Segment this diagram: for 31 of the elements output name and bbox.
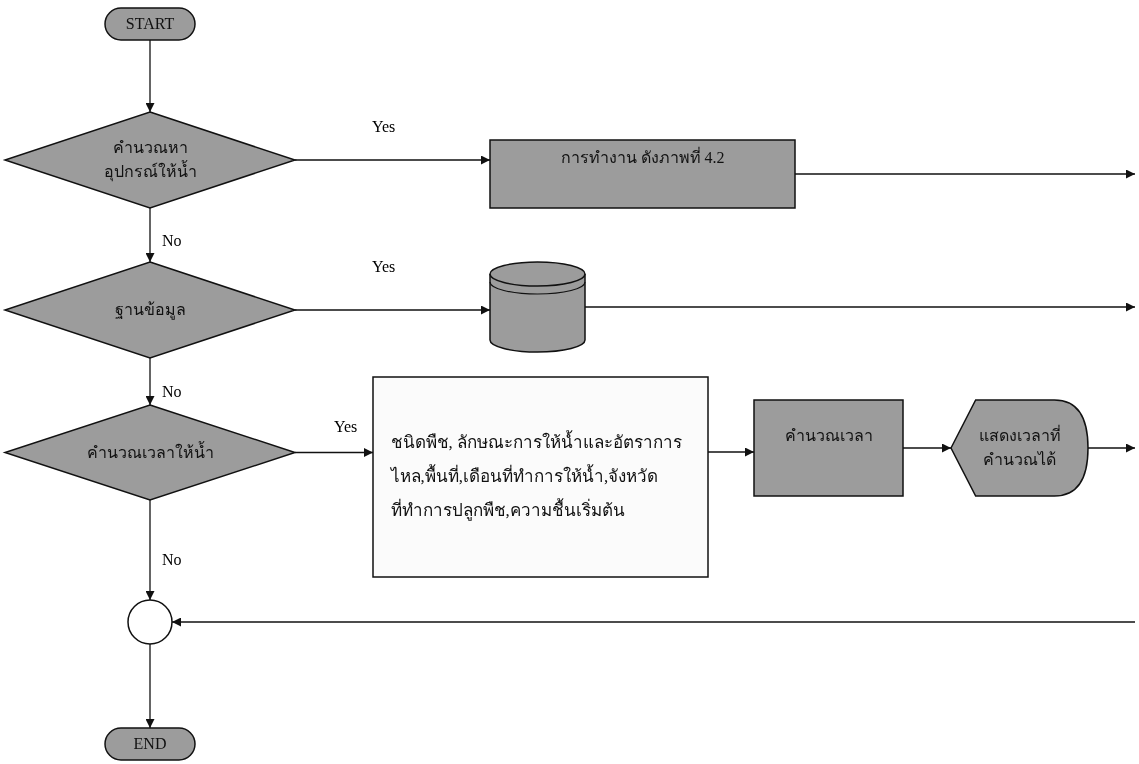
arrow bbox=[145, 357, 155, 406]
node-label: แสดงเวลาที่คำนวณได้ bbox=[977, 424, 1062, 470]
connector-circle bbox=[128, 600, 172, 644]
node-label: คำนวณเวลา bbox=[784, 426, 873, 446]
display-shape bbox=[951, 400, 1088, 496]
input-text: ชนิดพืช, ลักษณะการให้น้ำและอัตราการไหล,พื้นที่,เดือนที่ทำการให้น้ำ,จังหวัดที่ทำการปลูกพืช,ความชื้นเริ่มต้น bbox=[390, 426, 691, 528]
node-label: การทำงาน ดังภาพที่ 4.2 bbox=[560, 146, 725, 168]
arrow bbox=[294, 155, 491, 165]
arrow bbox=[145, 207, 155, 263]
decision-diamond bbox=[5, 112, 295, 208]
node-label: START bbox=[125, 14, 175, 34]
process-box bbox=[754, 400, 903, 496]
arrow bbox=[1087, 443, 1136, 453]
database-cylinder bbox=[490, 262, 585, 352]
decision-diamond bbox=[5, 262, 295, 358]
process-box bbox=[490, 140, 795, 208]
node-label: คำนวณเวลาให้น้ำ bbox=[86, 440, 214, 463]
arrow bbox=[171, 617, 1136, 627]
input-box bbox=[373, 377, 708, 577]
node-label: คำนวณหาอุปกรณ์ให้น้ำ bbox=[102, 138, 198, 184]
terminal-shape bbox=[105, 8, 195, 40]
terminal-shape bbox=[105, 728, 195, 760]
node-label: ฐานข้อมูล bbox=[114, 300, 186, 322]
arrow bbox=[145, 39, 155, 113]
arrow bbox=[294, 448, 374, 457]
decision-diamond bbox=[5, 405, 295, 500]
node-label: END bbox=[133, 734, 167, 754]
arrow bbox=[584, 302, 1136, 312]
arrow bbox=[145, 499, 155, 601]
arrow bbox=[145, 643, 155, 729]
arrow bbox=[294, 305, 491, 315]
